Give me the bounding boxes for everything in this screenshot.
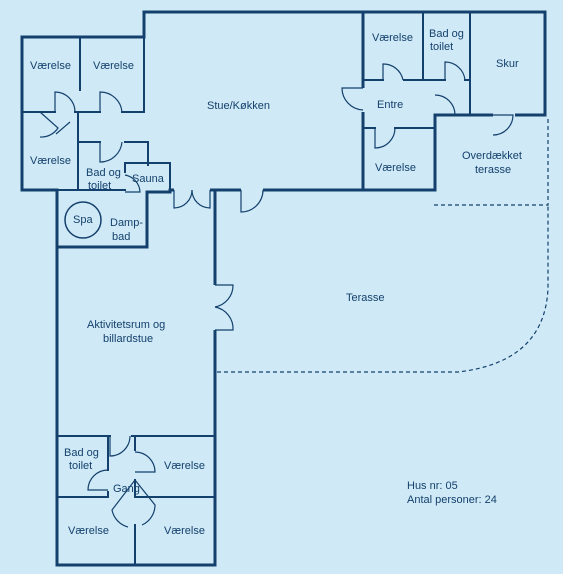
room-label-sauna: Sauna: [132, 173, 165, 185]
room-label-bad-s-1: Bad og: [64, 447, 99, 459]
room-label-entre: Entre: [377, 99, 403, 111]
room-label-aktivitet-2: billardstue: [103, 333, 153, 345]
room-label-vaerelse-nw2: Værelse: [93, 60, 134, 72]
room-label-vaerelse-s3: Værelse: [164, 525, 205, 537]
room-label-vaerelse-ne: Værelse: [372, 32, 413, 44]
terrace-outline: [217, 118, 549, 373]
hus-nr-label: Hus nr: 05: [407, 480, 458, 492]
room-label-overdaekket-2: terasse: [475, 164, 511, 176]
room-label-overdaekket-1: Overdækket: [462, 150, 522, 162]
room-label-gang: Gang: [113, 483, 140, 495]
room-label-bad-w-2: toilet: [88, 180, 111, 192]
room-label-vaerelse-w: Værelse: [30, 155, 71, 167]
house-info: Hus nr: 05 Antal personer: 24: [407, 480, 497, 506]
interior-walls: [21, 11, 471, 566]
room-label-vaerelse-nw1: Værelse: [30, 60, 71, 72]
room-label-bad-ne-2: toilet: [430, 41, 453, 53]
room-label-vaerelse-entre: Værelse: [375, 162, 416, 174]
room-label-vaerelse-s2: Værelse: [68, 525, 109, 537]
spa-pool: [64, 201, 102, 239]
room-label-dampbad-2: bad: [112, 231, 130, 243]
room-label-dampbad-1: Damp-: [110, 217, 143, 229]
room-label-terasse: Terasse: [346, 292, 385, 304]
room-label-stue: Stue/Køkken: [207, 100, 270, 112]
room-label-skur: Skur: [496, 58, 519, 70]
doors: [39, 61, 514, 528]
room-label-aktivitet-1: Aktivitetsrum og: [87, 319, 165, 331]
room-label-bad-s-2: toilet: [69, 460, 92, 472]
room-labels: Værelse Værelse Værelse Bad og toilet Sa…: [30, 28, 522, 537]
room-label-vaerelse-s1: Værelse: [164, 460, 205, 472]
antal-personer-label: Antal personer: 24: [407, 494, 497, 506]
wall-openings: [174, 88, 515, 330]
room-label-bad-ne-1: Bad og: [429, 28, 464, 40]
room-label-bad-w-1: Bad og: [86, 167, 121, 179]
room-label-spa: Spa: [73, 214, 93, 226]
